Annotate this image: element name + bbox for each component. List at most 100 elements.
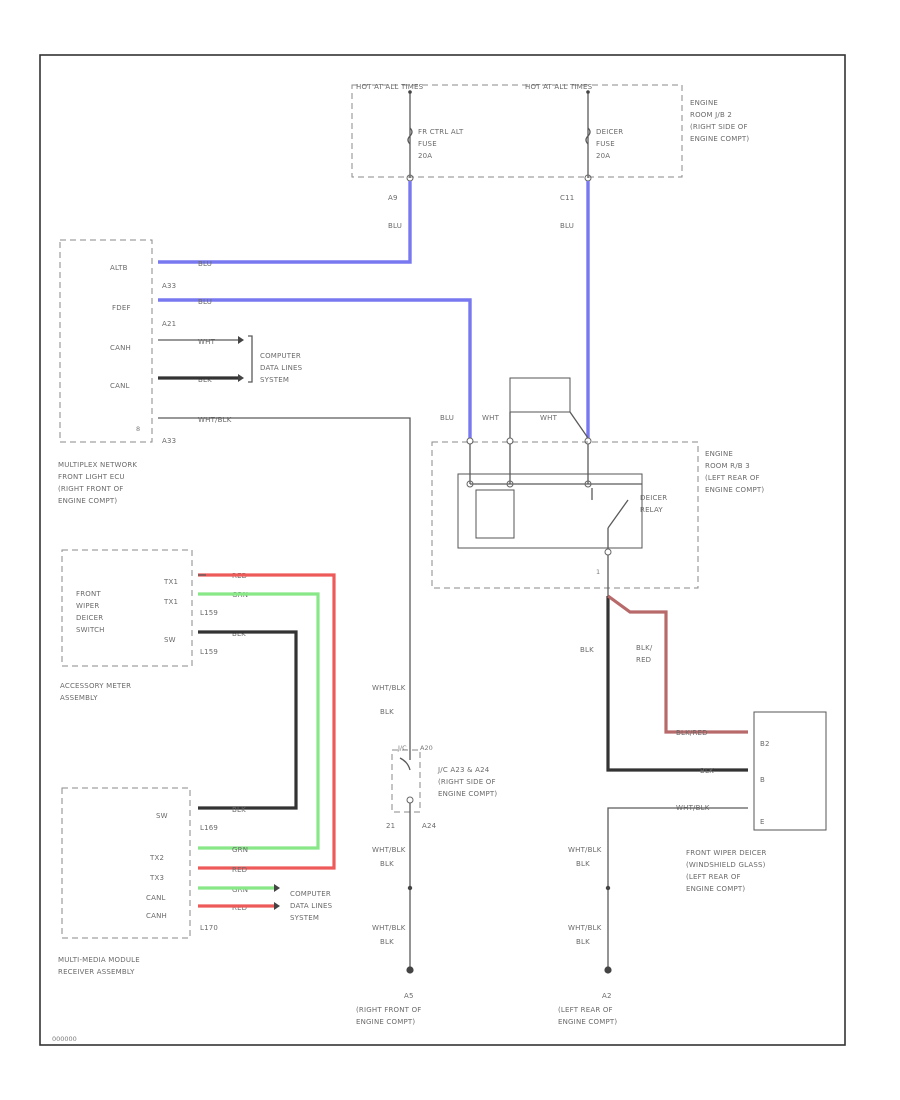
relay-box-outline (431, 441, 699, 589)
relay-name-1: DEICER (640, 494, 667, 502)
ecu-wire-canh: WHT (198, 338, 216, 346)
ecu-label-2: FRONT LIGHT ECU (58, 473, 125, 481)
relay-wire-3: WHT (540, 414, 558, 422)
ecu-label-3: (RIGHT FRONT OF (58, 485, 124, 493)
receiver-wire-canh: RED (232, 904, 247, 912)
junction-jc-pin: A20 (420, 744, 433, 752)
receiver-pin-tx2: TX2 (149, 854, 164, 862)
switch-pin-1: TX1 (163, 578, 178, 586)
fuse2-rating: 20A (596, 152, 610, 160)
deicer-down-wire-1: WHT/BLK (568, 846, 602, 854)
ground-a2-label-2: ENGINE COMPT) (558, 1018, 617, 1026)
ecu-pin-fdef: FDEF (112, 304, 131, 312)
switch-label-2: WIPER (76, 602, 100, 610)
relay-box-loc-1: ENGINE (705, 450, 733, 458)
switch-assembly-1: ACCESSORY METER (60, 682, 131, 690)
relay-out-pin: 1 (596, 568, 600, 576)
fuse-box-outline (351, 84, 683, 178)
deicer-box (753, 711, 827, 831)
junction-bottom-connector: A24 (422, 822, 437, 830)
junction-label-1: J/C A23 & A24 (437, 766, 490, 774)
junction-outline (391, 749, 421, 813)
ecu-connector-1: A33 (162, 282, 176, 290)
diagram-frame (39, 54, 846, 1046)
fuse1-icon (407, 127, 413, 145)
junction-bottom-pin: 21 (386, 822, 395, 830)
ecu-label-4: ENGINE COMPT) (58, 497, 117, 505)
data-lines-1-b: DATA LINES (260, 364, 303, 372)
junction-label-2: (RIGHT SIDE OF (438, 778, 496, 786)
deicer-label-1: FRONT WIPER DEICER (686, 849, 767, 857)
deicer-wire-mid-2: RED (636, 656, 651, 664)
arrow-icon (238, 336, 244, 344)
relay-switch-icon (607, 499, 629, 529)
fuse1-type: FUSE (418, 140, 437, 148)
fuse2-wire-label: BLU (560, 222, 574, 230)
deicer-pin-b2: B2 (760, 740, 770, 748)
fuse1-name: FR CTRL ALT (418, 128, 464, 136)
junction-wire-2b: BLK (380, 860, 394, 868)
junction-wire-1b: BLK (380, 708, 394, 716)
hot-label-right: HOT AT ALL TIMES (525, 83, 593, 91)
ground-a2-label-1: (LEFT REAR OF (558, 1006, 613, 1014)
receiver-connector-1: L169 (200, 824, 218, 832)
receiver-outline (61, 787, 191, 939)
junction: WHT/BLK BLK J/C A20 J/C A23 & A24 (RIGHT… (356, 684, 497, 1026)
relay-box: BLU WHT WHT ENGINE ROOM R/B 3 (LEFT REAR… (431, 377, 764, 589)
fuse1-wire-label: BLU (388, 222, 402, 230)
data-lines-2-c: SYSTEM (290, 914, 319, 922)
switch-wire-blk: BLK (232, 630, 246, 638)
arrow-icon (274, 884, 280, 892)
junction-wire-2: WHT/BLK (372, 846, 406, 854)
receiver-pin-tx3: TX3 (149, 874, 164, 882)
fuse-box-top: HOT AT ALL TIMES HOT AT ALL TIMES ENGINE… (351, 83, 749, 230)
relay-wire-1: BLU (440, 414, 454, 422)
switch-label-1: FRONT (76, 590, 101, 598)
receiver-pin-canh: CANH (146, 912, 167, 920)
ground-a2: A2 (602, 992, 612, 1000)
switch-label-3: DEICER (76, 614, 103, 622)
switch-pin-3: SW (164, 636, 176, 644)
hot-label-left: HOT AT ALL TIMES (356, 83, 424, 91)
footer-code: 000000 (52, 1035, 77, 1043)
ecu-pin-canh: CANH (110, 344, 131, 352)
ecu-pin-altb: ALTB (110, 264, 128, 272)
can-wires-top: COMPUTER DATA LINES SYSTEM (158, 335, 303, 384)
ecu-wire-ground: WHT/BLK (198, 416, 232, 424)
arrow-icon (274, 902, 280, 910)
junction-jc: J/C (397, 744, 407, 752)
switch-label-4: SWITCH (76, 626, 105, 634)
ecu-pin-canl: CANL (110, 382, 130, 390)
ecu-wire-altb: BLU (198, 260, 212, 268)
junction-label-3: ENGINE COMPT) (438, 790, 497, 798)
deicer-down-wire-2b: BLK (576, 938, 590, 946)
junction-wire-3: WHT/BLK (372, 924, 406, 932)
ecu-connector-3: A33 (162, 437, 176, 445)
ecu-connector-2: A21 (162, 320, 176, 328)
ecu-wire-fdef: BLU (198, 298, 212, 306)
relay-out-blkred (607, 594, 748, 734)
fuse-box-loc-1: ENGINE (690, 99, 718, 107)
receiver-pin-canl: CANL (146, 894, 166, 902)
switch-assembly-2: ASSEMBLY (60, 694, 98, 702)
blue-wires (158, 181, 590, 438)
deicer-wire-b: BLK (700, 767, 714, 775)
junction-icon (399, 757, 411, 771)
relay-out-blk (606, 596, 748, 772)
fuse-box-loc-3: (RIGHT SIDE OF (690, 123, 748, 131)
junction-wire-1: WHT/BLK (372, 684, 406, 692)
switch-connector-1: L159 (200, 609, 218, 617)
receiver-label-2: RECEIVER ASSEMBLY (58, 968, 135, 976)
relay-box-loc-4: ENGINE COMPT) (705, 486, 764, 494)
fuse-box-loc-4: ENGINE COMPT) (690, 135, 749, 143)
receiver-wire-canl: GRN (232, 886, 248, 894)
deicer-label-3: (LEFT REAR OF (686, 873, 741, 881)
ecu-ground-wire (158, 417, 411, 760)
switch-pin-2: TX1 (163, 598, 178, 606)
fuse2-connector: C11 (560, 194, 574, 202)
receiver-wire-tx3: RED (232, 866, 247, 874)
ecu-wire-canl: BLK (198, 376, 212, 384)
relay-box-loc-2: ROOM R/B 3 (705, 462, 750, 470)
fuse1-rating: 20A (418, 152, 432, 160)
